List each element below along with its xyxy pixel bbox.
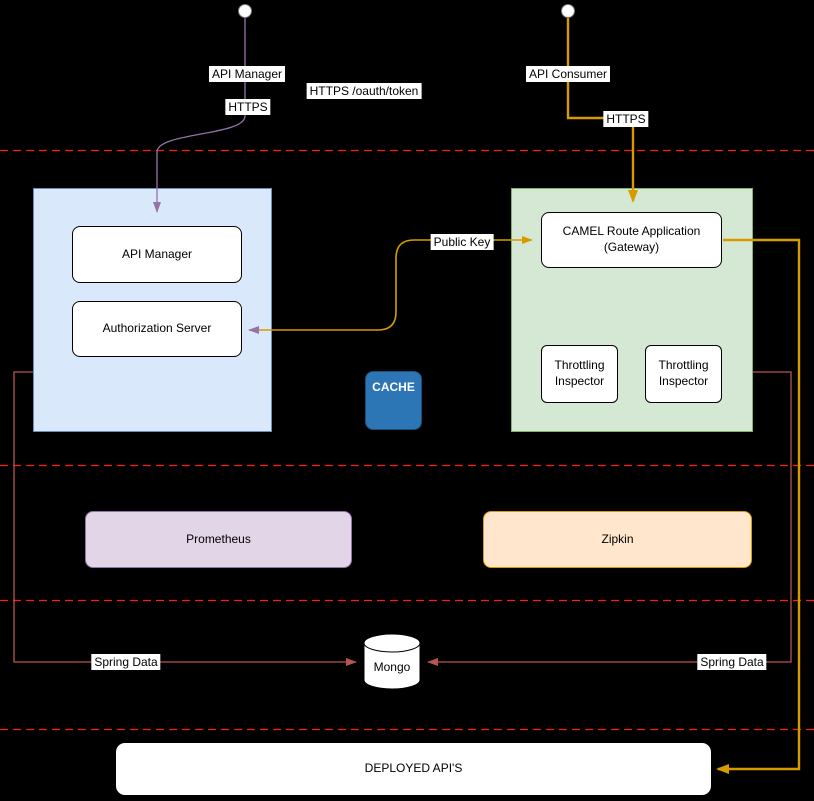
prometheus-label: Prometheus bbox=[186, 531, 251, 546]
api-manager-label: API Manager bbox=[121, 246, 193, 261]
api-manager-actor-dot bbox=[238, 4, 252, 18]
mongo-label: Mongo bbox=[373, 660, 411, 674]
camel-gateway-node: CAMEL Route Application (Gateway) bbox=[541, 212, 722, 268]
flow-public-key bbox=[248, 236, 533, 334]
flow-consumer-https bbox=[566, 18, 638, 203]
https-right-label: HTTPS bbox=[603, 111, 649, 127]
throttling-inspector-left-node: Throttling Inspector bbox=[541, 345, 618, 403]
flow-apimanager-https bbox=[153, 18, 246, 213]
cylinder-shape-icon bbox=[363, 633, 421, 690]
https-left-label: HTTPS bbox=[225, 99, 271, 115]
throttling-inspector-left-label: Throttling Inspector bbox=[554, 358, 605, 388]
throttling-inspector-right-label: Throttling Inspector bbox=[658, 358, 709, 388]
spring-data-left-label: Spring Data bbox=[91, 654, 161, 670]
public-key-label: Public Key bbox=[430, 234, 494, 250]
cache-label: CACHE bbox=[372, 380, 415, 394]
api-consumer-actor-label: API Consumer bbox=[525, 66, 611, 82]
zipkin-node: Zipkin bbox=[483, 511, 752, 568]
deployed-apis-node: DEPLOYED API'S bbox=[115, 742, 712, 796]
throttling-inspector-right-node: Throttling Inspector bbox=[645, 345, 722, 403]
api-manager-actor-label: API Manager bbox=[208, 66, 286, 82]
prometheus-node: Prometheus bbox=[85, 511, 352, 568]
https-oauth-token-label: HTTPS /oauth/token bbox=[306, 83, 422, 99]
api-consumer-actor-dot bbox=[561, 4, 575, 18]
zipkin-label: Zipkin bbox=[601, 531, 634, 546]
spring-data-right-label: Spring Data bbox=[697, 654, 767, 670]
deployed-apis-label: DEPLOYED API'S bbox=[364, 761, 463, 776]
camel-gateway-label: CAMEL Route Application (Gateway) bbox=[562, 224, 701, 254]
cache-node: CACHE bbox=[365, 371, 422, 430]
api-manager-node: API Manager bbox=[72, 226, 242, 283]
mongo-cylinder-node: Mongo bbox=[363, 633, 421, 690]
authorization-server-node: Authorization Server bbox=[72, 301, 242, 357]
authorization-server-label: Authorization Server bbox=[102, 321, 212, 336]
